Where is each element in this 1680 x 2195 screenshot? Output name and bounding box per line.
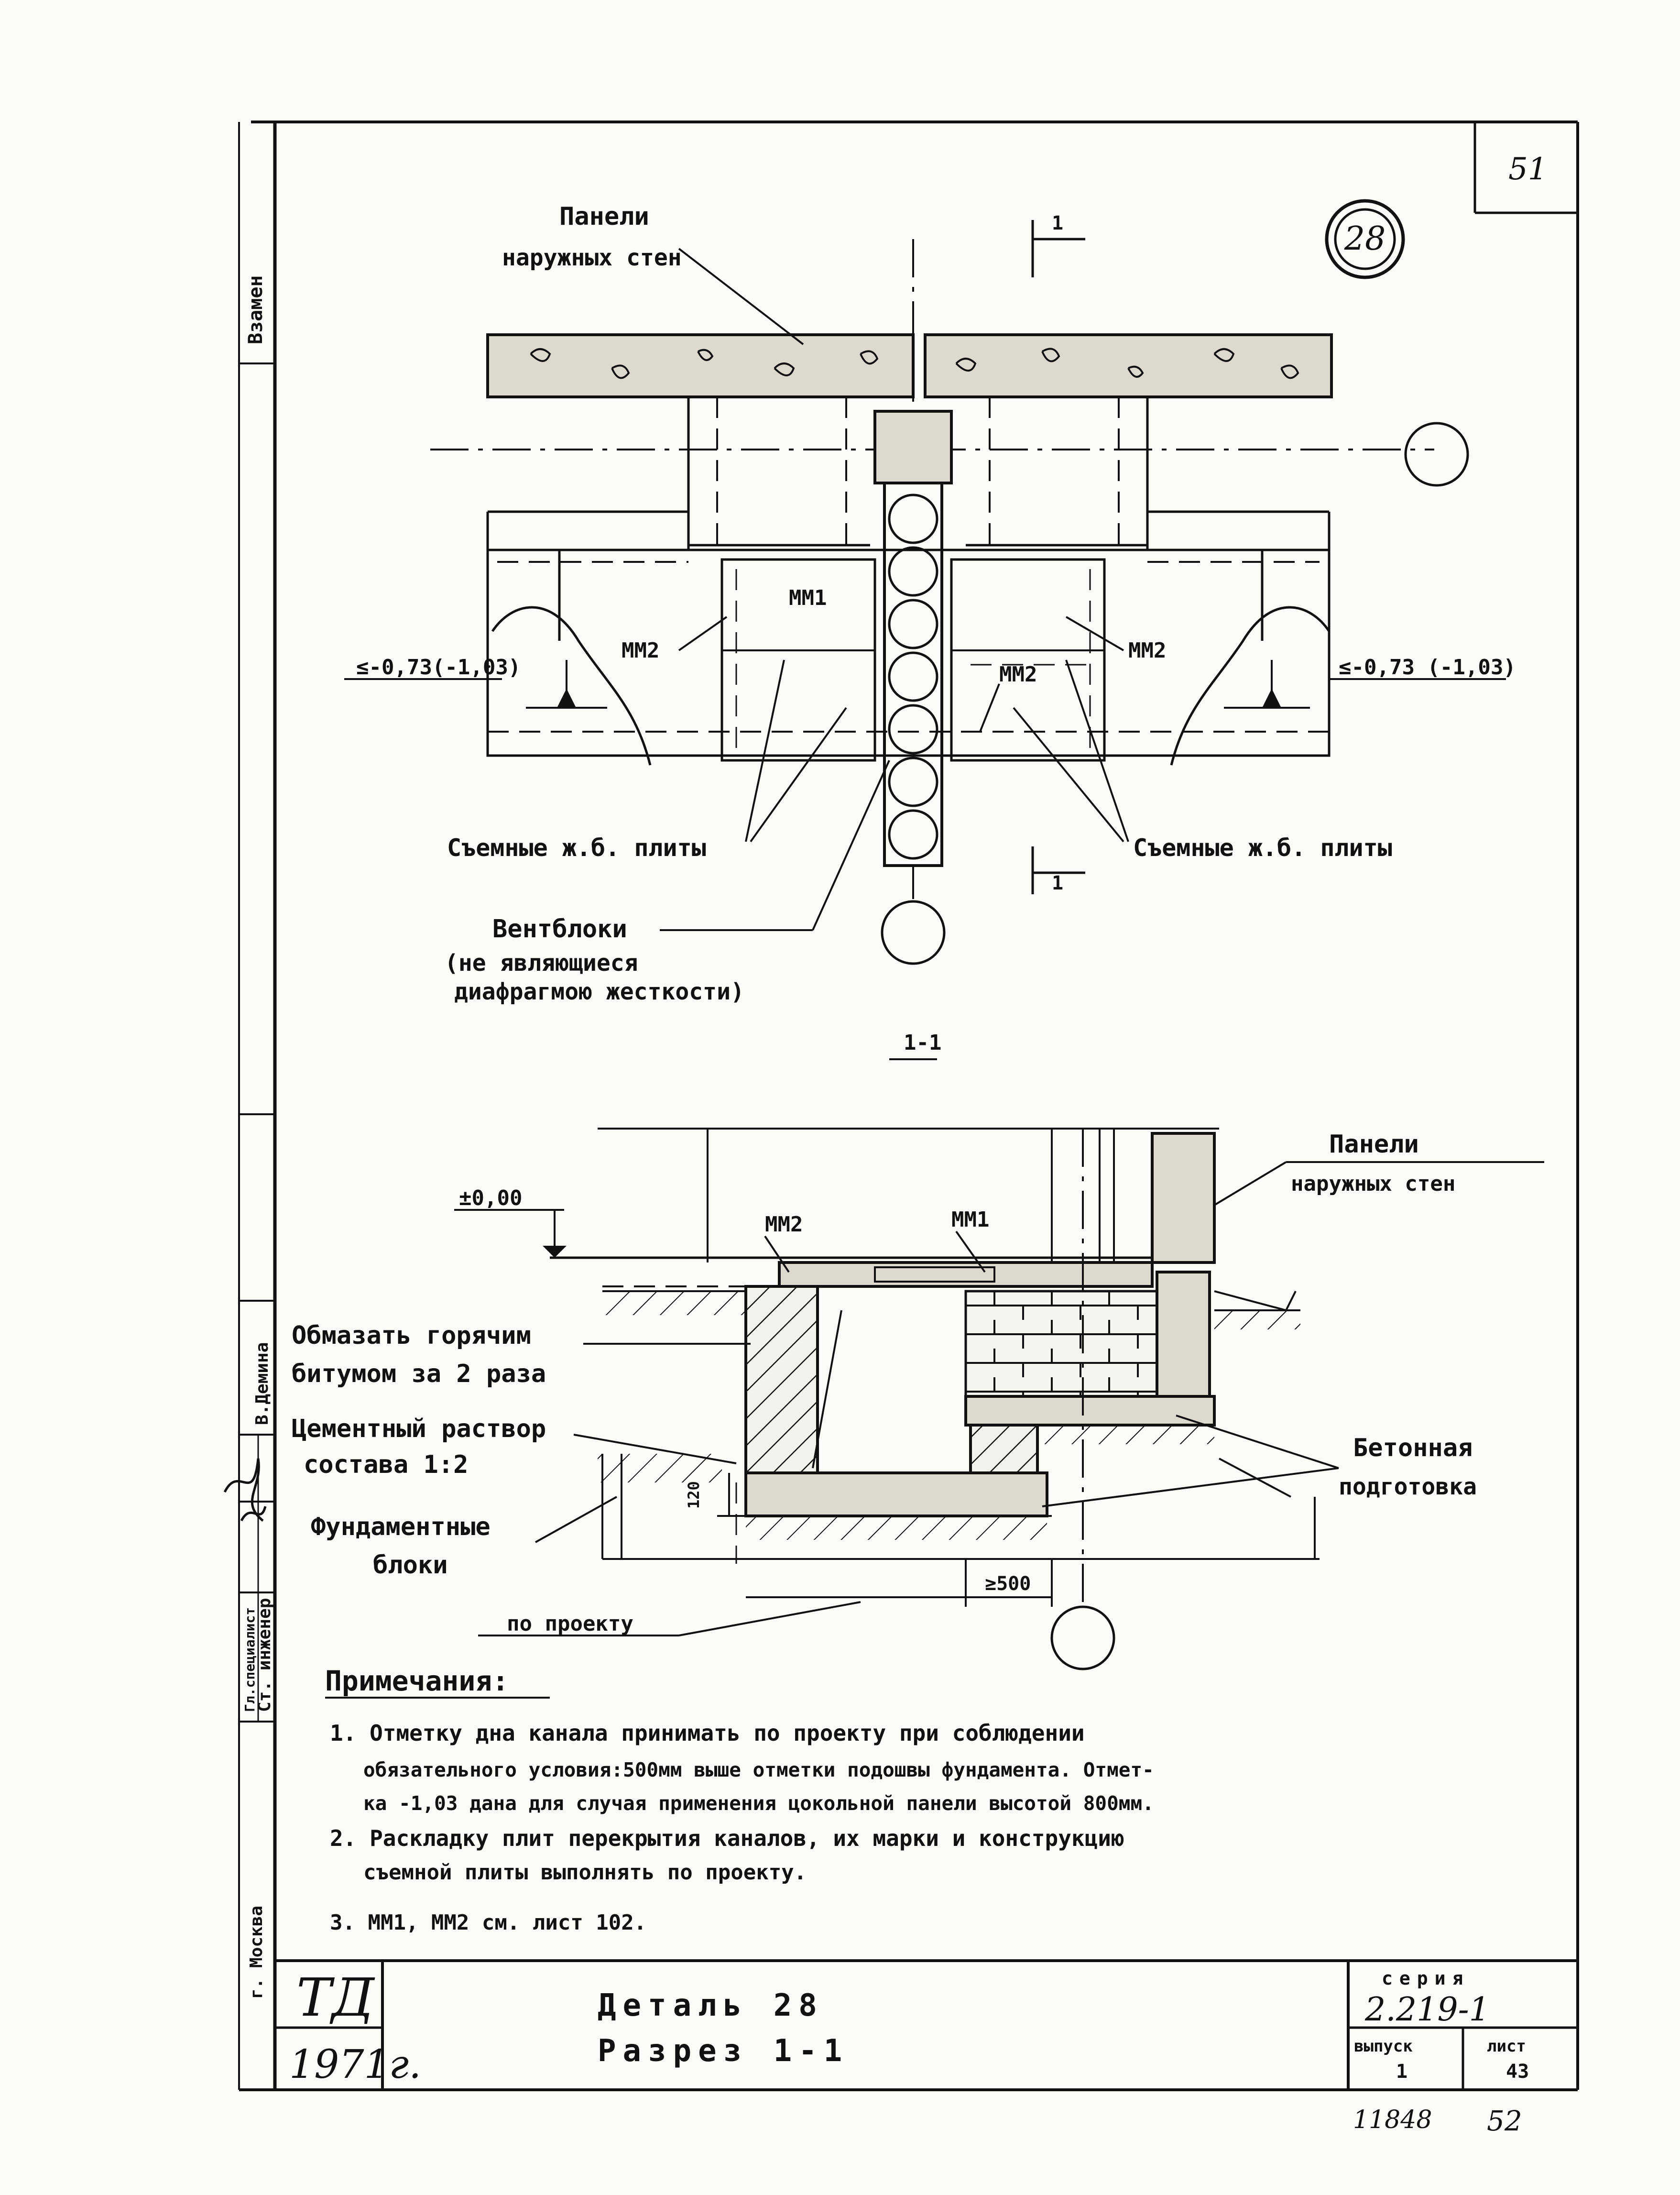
section-label-concrete-1: Бетонная	[1353, 1434, 1473, 1462]
section-label-mm1: ММ1	[951, 1207, 989, 1232]
section-cut-bottom: 1	[1031, 846, 1085, 894]
section-cut-bottom-num: 1	[1052, 872, 1063, 894]
issue-label: выпуск	[1354, 2037, 1413, 2056]
issue-value: 1	[1396, 2061, 1407, 2083]
plan-wall-panel-right	[924, 333, 1333, 398]
plan-elev-left: ≤-0,73(-1,03)	[344, 655, 607, 709]
section-cut-top: 1	[1031, 212, 1085, 277]
plan-label-mm2-left: ММ2	[622, 638, 659, 663]
title-year: 1971г.	[289, 2042, 421, 2087]
title-block: ТД 1971г. Деталь 28 Разрез 1-1 серия 2.2…	[275, 1959, 1578, 2090]
section-label-mm2: ММ2	[765, 1212, 803, 1237]
section-view: 1-1 ±0,00	[292, 1031, 1544, 1670]
section-label-panels-2: наружных стен	[1291, 1172, 1455, 1196]
inventory-number: 11848	[1353, 2106, 1432, 2134]
notes: Примечания: 1. Отметку дна канала приним…	[325, 1665, 1154, 1935]
dim-500: ≥500	[985, 1573, 1031, 1595]
detail-mark: 28	[1325, 199, 1405, 279]
plan-axis-bubble-right	[1404, 422, 1469, 487]
plan-aggregate	[530, 348, 1299, 379]
plan-label-mm1: ММ1	[789, 586, 827, 610]
title-org: ТД	[296, 1967, 375, 2028]
sheet-frame	[238, 121, 1579, 2091]
plan-label-mm2-center: ММ2	[999, 662, 1037, 687]
title-line-1: Деталь 28	[598, 1988, 824, 2023]
notes-heading: Примечания:	[325, 1665, 509, 1697]
plan-label-vent-3: диафрагмою жесткости)	[454, 978, 744, 1005]
plan-axis-bubble-bottom	[881, 900, 946, 965]
plan-view: ≤-0,73(-1,03) ≤-0,73 (-1,03) 1 1 Панели …	[344, 202, 1516, 1005]
section-base-slab	[744, 1471, 1048, 1517]
list-label: лист	[1487, 2037, 1526, 2056]
dim-120: 120	[685, 1481, 703, 1509]
title-line-2: Разрез 1-1	[598, 2033, 849, 2069]
plan-label-vent-2: (не являющиеся	[445, 950, 638, 977]
section-label-blocks-2: блоки	[373, 1551, 448, 1580]
plan-label-vent-1: Вентблоки	[492, 915, 627, 944]
section-label-mortar-1: Цементный раствор	[292, 1415, 546, 1443]
plan-label-mm2-right: ММ2	[1128, 638, 1166, 663]
page-number: 52	[1487, 2105, 1522, 2137]
plan-elev-left-text: ≤-0,73(-1,03)	[356, 655, 521, 680]
section-label-panels-1: Панели	[1329, 1130, 1419, 1159]
signature-mark	[223, 1458, 267, 1522]
left-margin: Взамен В.Демина Гл.специалист Ст. инжене…	[223, 275, 275, 1999]
section-label-blocks-1: Фундаментные	[311, 1513, 491, 1541]
section-axis-bubble	[1050, 1605, 1115, 1670]
section-label-project: по проекту	[507, 1612, 633, 1636]
note-line-1: 1. Отметку дна канала принимать по проек…	[330, 1720, 1085, 1746]
section-label-mortar-2: состава 1:2	[304, 1450, 468, 1479]
section-wall-panel	[1151, 1132, 1216, 1264]
margin-engineer-prev: Гл.специалист	[242, 1607, 258, 1712]
section-foundation-block	[744, 1285, 819, 1474]
detail-number: 28	[1344, 220, 1386, 258]
note-line-5: съемной плиты выполнять по проекту.	[363, 1860, 807, 1885]
section-cover-slab	[778, 1261, 1154, 1288]
list-value: 43	[1506, 2061, 1529, 2083]
margin-engineer: Ст. инженер	[255, 1598, 274, 1712]
section-label-bitumen-2: битумом за 2 раза	[292, 1360, 546, 1388]
section-title: 1-1	[904, 1031, 941, 1055]
plan-label-panels-2: наружных стен	[502, 244, 682, 271]
note-line-2: обязательного условия:500мм выше отметки…	[363, 1758, 1154, 1781]
plan-label-panels-1: Панели	[559, 202, 649, 231]
note-line-6: 3. ММ1, ММ2 см. лист 102.	[330, 1910, 646, 1935]
vent-block	[883, 482, 943, 867]
sheet-number-box: 51	[1473, 122, 1578, 214]
section-label-bitumen-1: Обмазать горячим	[292, 1321, 531, 1350]
plan-wall-panel-left	[486, 333, 915, 398]
margin-demina: В.Демина	[252, 1342, 272, 1425]
note-line-4: 2. Раскладку плит перекрытия каналов, их…	[330, 1825, 1124, 1851]
section-cut-top-num: 1	[1052, 212, 1063, 234]
vent-openings	[888, 494, 938, 860]
section-brick-wall	[964, 1290, 1158, 1398]
plan-elev-right-text: ≤-0,73 (-1,03)	[1339, 655, 1516, 680]
vent-block-head	[873, 410, 953, 484]
seria-label: серия	[1382, 1968, 1470, 1989]
margin-city: г. Москва	[247, 1906, 266, 1999]
section-label-concrete-2: подготовка	[1339, 1473, 1477, 1500]
sheet-number: 51	[1508, 152, 1547, 187]
margin-vzamen: Взамен	[245, 275, 267, 345]
seria-value: 2.219-1	[1364, 1991, 1490, 2029]
section-elev-zero: ±0,00	[459, 1186, 522, 1210]
plan-elev-right: ≤-0,73 (-1,03)	[1224, 655, 1516, 709]
plan-label-slabs-right: Съемные ж.б. плиты	[1133, 834, 1392, 862]
plan-label-slabs-left: Съемные ж.б. плиты	[447, 834, 706, 862]
note-line-3: ка -1,03 дана для случая применения цоко…	[363, 1792, 1154, 1815]
